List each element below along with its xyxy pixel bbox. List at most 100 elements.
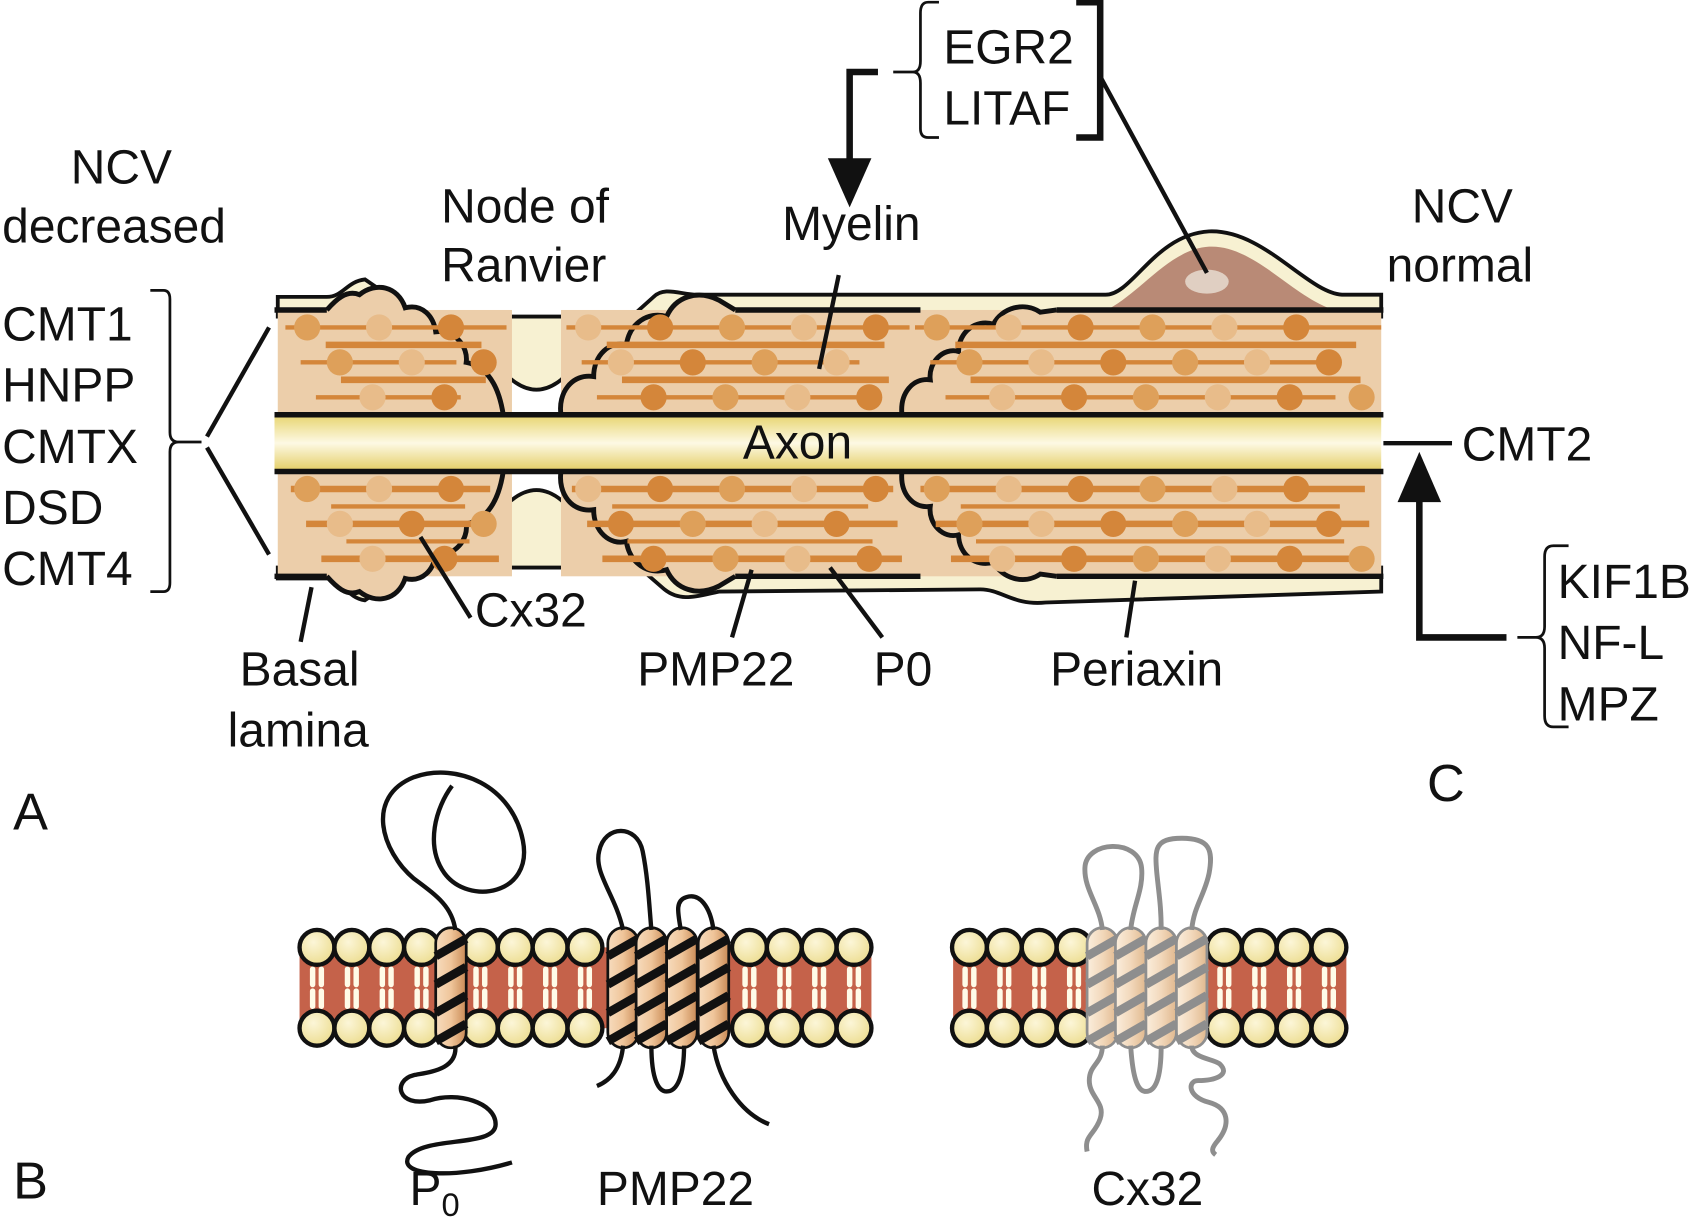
lamella-dot	[1276, 384, 1303, 411]
lipid-head	[984, 1008, 1024, 1048]
lamella-dot	[995, 475, 1022, 503]
lipid-head	[949, 1008, 990, 1048]
node-of-ranvier-line2: Ranvier	[441, 240, 606, 293]
lipid-head	[495, 1008, 535, 1048]
axonal-genes-brace	[1517, 544, 1569, 729]
lipid-head	[834, 927, 874, 968]
lipid-head	[565, 1008, 605, 1048]
periaxin-label: Periaxin	[1050, 643, 1223, 696]
axon-label: Axon	[743, 416, 852, 469]
p0-pointer	[828, 566, 885, 639]
pmp22-c-terminus	[711, 1045, 770, 1127]
lamella-dot	[956, 349, 983, 376]
ncv-normal-line1: NCV	[1412, 181, 1513, 234]
lamella-dot	[1315, 349, 1342, 376]
lamella-dot	[359, 545, 386, 572]
p0-label-main: P	[410, 1163, 442, 1216]
lipid-head	[1239, 927, 1279, 968]
p0-protein-label: P0	[410, 1163, 460, 1223]
lamella-dot	[1132, 545, 1159, 572]
lamella-dot	[294, 475, 321, 503]
lamella-dot	[790, 475, 817, 503]
lamella-dot	[956, 510, 983, 538]
lamella-dot	[856, 545, 883, 572]
lipid-head	[460, 927, 500, 968]
helix-stripe	[696, 963, 731, 989]
lamella-dot	[1315, 510, 1342, 538]
lamella-dot	[326, 349, 353, 376]
basal-lamina-line1: Basal	[240, 643, 360, 696]
myelin-pointer	[817, 274, 841, 370]
pmp22-loop-2	[676, 894, 716, 931]
lamella-dot	[1028, 510, 1055, 538]
lamella-dot	[784, 545, 811, 572]
helix-stripe	[696, 934, 731, 960]
lamella-dot	[326, 510, 353, 538]
pointer-line-upper	[205, 326, 271, 438]
ncv-normal-line2: normal	[1387, 240, 1533, 293]
lamella-dot	[679, 349, 706, 376]
helix-stripe	[605, 963, 641, 989]
lamella-dot	[1100, 349, 1127, 376]
lamella-dot	[359, 384, 386, 411]
node-of-ranvier-line1: Node of	[441, 181, 610, 234]
lipid-head	[1309, 1008, 1349, 1048]
lamella-dot	[989, 384, 1016, 411]
lamella-dot	[1243, 349, 1271, 376]
helix-stripe	[633, 963, 669, 989]
ncv-decreased-line2: decreased	[2, 200, 226, 253]
lamella-dot	[1211, 475, 1238, 503]
lipid-head	[1204, 1008, 1244, 1048]
lipid-head	[729, 927, 770, 968]
gene-nf-l: NF-L	[1558, 617, 1665, 670]
lamella-dot	[366, 475, 393, 503]
lipid-head	[1019, 927, 1059, 968]
basal-lamina-line2: lamina	[228, 705, 369, 758]
helix-stripe	[664, 934, 700, 960]
lipid-head	[367, 1008, 407, 1048]
lamella-dot	[712, 545, 739, 572]
cmt2-label: CMT2	[1462, 419, 1592, 472]
cx32-loop-2	[1153, 835, 1213, 931]
lipid-head	[1204, 927, 1244, 968]
lamella-dot	[1348, 384, 1375, 411]
disease-item: HNPP	[2, 360, 135, 413]
helix-stripe	[1143, 934, 1179, 960]
disease-item: CMT1	[2, 298, 132, 351]
lamella-dot	[1243, 510, 1271, 538]
pmp22-loop-3	[649, 1045, 687, 1094]
lamella-dot	[294, 314, 321, 341]
disease-brace	[150, 288, 202, 593]
helix-stripe	[1084, 1020, 1120, 1046]
lipid-head	[799, 927, 839, 968]
lamella-dot	[1139, 475, 1166, 503]
helix-stripe	[1113, 991, 1149, 1017]
lamella-dot	[1283, 475, 1310, 503]
lamella-dot	[575, 314, 602, 341]
lipid-head	[1019, 1008, 1059, 1048]
helix-stripe	[633, 934, 669, 960]
lipid-head	[297, 1008, 337, 1048]
helix-stripe	[633, 991, 669, 1017]
lamella-dot	[989, 545, 1016, 572]
lamella-dot	[437, 475, 465, 503]
p0-label: P0	[874, 643, 933, 696]
myelin-lamellae	[285, 314, 1382, 572]
helix-stripe	[1113, 934, 1149, 960]
lamella-dot	[470, 349, 497, 376]
egr2-litaf-bracket-right	[1076, 0, 1104, 141]
lamella-dot	[718, 314, 746, 341]
cx32-pointer	[418, 535, 473, 619]
lipid-head	[332, 927, 372, 968]
nerve-fiber: Axon	[274, 229, 1384, 605]
lamella-dot	[751, 510, 778, 538]
lipid-head	[565, 927, 605, 968]
panel-label-a: A	[13, 783, 48, 841]
helix-stripe	[1113, 963, 1149, 989]
gene-litaf: LITAF	[943, 82, 1070, 135]
cmt2-arrow-shaft	[1416, 491, 1507, 641]
lamella-dot	[640, 545, 667, 572]
lamella-dot	[923, 314, 950, 341]
lipid-head	[297, 927, 337, 968]
myelin-label: Myelin	[782, 198, 920, 251]
